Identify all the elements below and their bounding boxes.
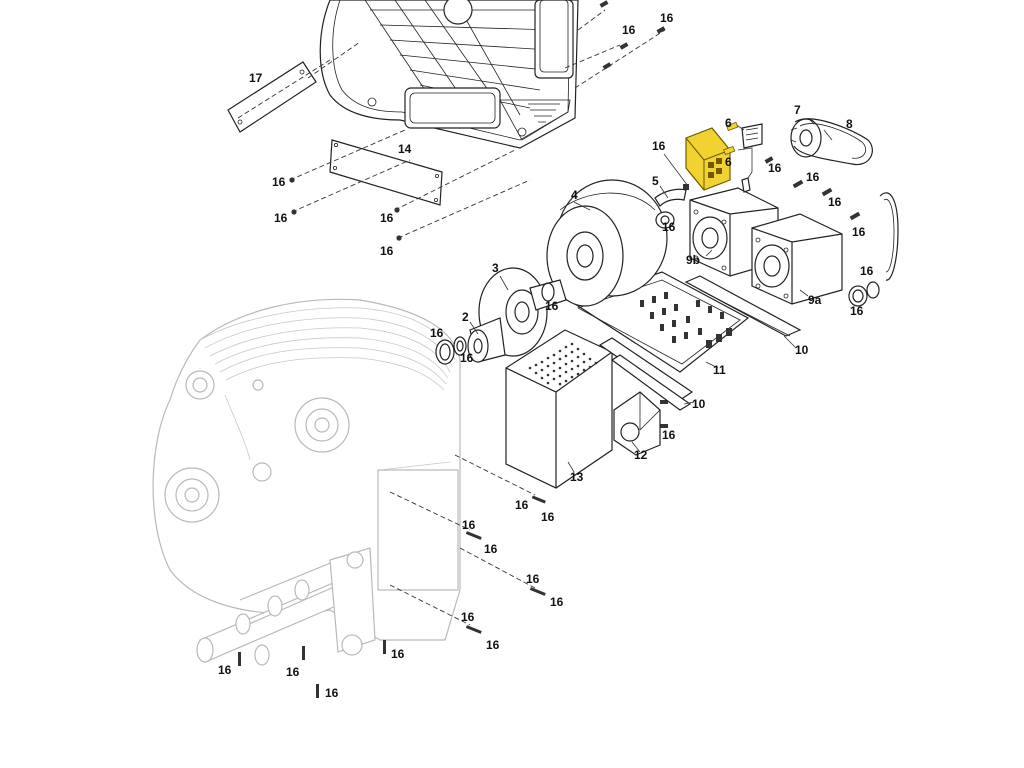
top-assembly-lines xyxy=(237,9,666,239)
part-8-belt xyxy=(793,118,899,281)
label-16-y: 16 xyxy=(461,610,475,624)
part-14-panel xyxy=(329,139,443,206)
leader-lines xyxy=(469,129,833,473)
part-6-highlighted-connector xyxy=(685,123,763,191)
label-16-bb: 16 xyxy=(286,665,300,679)
label-16-z: 16 xyxy=(486,638,500,652)
label-16-s: 16 xyxy=(515,498,529,512)
label-16-e: 16 xyxy=(622,23,636,37)
label-9a: 9a xyxy=(808,293,822,307)
part-10-rails xyxy=(598,275,802,411)
label-16-h: 16 xyxy=(662,220,676,234)
callout-labels: 17 14 16 16 16 16 16 16 16 16 16 16 16 1… xyxy=(218,11,874,700)
label-16-t: 16 xyxy=(541,510,555,524)
label-16-c: 16 xyxy=(380,211,394,225)
part-7-pulley xyxy=(790,118,822,158)
label-12: 12 xyxy=(634,448,648,462)
lower-assembly-lines xyxy=(389,454,536,626)
label-16-i: 16 xyxy=(768,161,782,175)
ghost-main-housing xyxy=(152,298,461,666)
label-16-n: 16 xyxy=(850,304,864,318)
label-3: 3 xyxy=(492,261,499,275)
part-13-enclosure xyxy=(505,329,613,489)
label-16-j: 16 xyxy=(806,170,820,184)
part-2-hub xyxy=(467,317,506,363)
label-16-w: 16 xyxy=(526,572,540,586)
label-16-k: 16 xyxy=(828,195,842,209)
label-16-v: 16 xyxy=(484,542,498,556)
label-16-g: 16 xyxy=(652,139,666,153)
label-6-b: 6 xyxy=(725,155,732,169)
label-16-p: 16 xyxy=(430,326,444,340)
label-10-a: 10 xyxy=(795,343,809,357)
label-16-x: 16 xyxy=(550,595,564,609)
label-8: 8 xyxy=(846,117,853,131)
top-casting xyxy=(319,0,579,149)
label-5: 5 xyxy=(652,174,659,188)
label-16-l: 16 xyxy=(852,225,866,239)
label-10-b: 10 xyxy=(692,397,706,411)
label-9b: 9b xyxy=(686,253,700,267)
label-17: 17 xyxy=(249,71,263,85)
label-4: 4 xyxy=(571,188,578,202)
part-5-segment xyxy=(654,188,687,207)
part-9a-motor xyxy=(751,213,843,305)
label-16-a: 16 xyxy=(272,175,286,189)
part-17-plate xyxy=(227,61,317,133)
label-16-d: 16 xyxy=(380,244,394,258)
part-4-drum xyxy=(546,179,668,307)
washers-left xyxy=(435,211,675,365)
label-13: 13 xyxy=(570,470,584,484)
label-11: 11 xyxy=(713,363,726,377)
label-16-b: 16 xyxy=(274,211,288,225)
label-16-q: 16 xyxy=(460,351,474,365)
label-16-cc: 16 xyxy=(391,647,405,661)
part-12-bracket xyxy=(613,391,661,456)
label-2: 2 xyxy=(462,310,469,324)
label-16-f: 16 xyxy=(660,11,674,25)
label-16-u: 16 xyxy=(462,518,476,532)
label-7: 7 xyxy=(794,103,801,117)
screws xyxy=(238,0,861,698)
label-16-m: 16 xyxy=(860,264,874,278)
label-16-dd: 16 xyxy=(325,686,339,700)
label-6-a: 6 xyxy=(725,116,732,130)
label-16-r: 16 xyxy=(662,428,676,442)
screws-part-6 xyxy=(723,121,739,156)
label-14: 14 xyxy=(398,142,412,156)
washers-right xyxy=(848,281,880,307)
label-16-o: 16 xyxy=(545,299,559,313)
label-16-aa: 16 xyxy=(218,663,232,677)
